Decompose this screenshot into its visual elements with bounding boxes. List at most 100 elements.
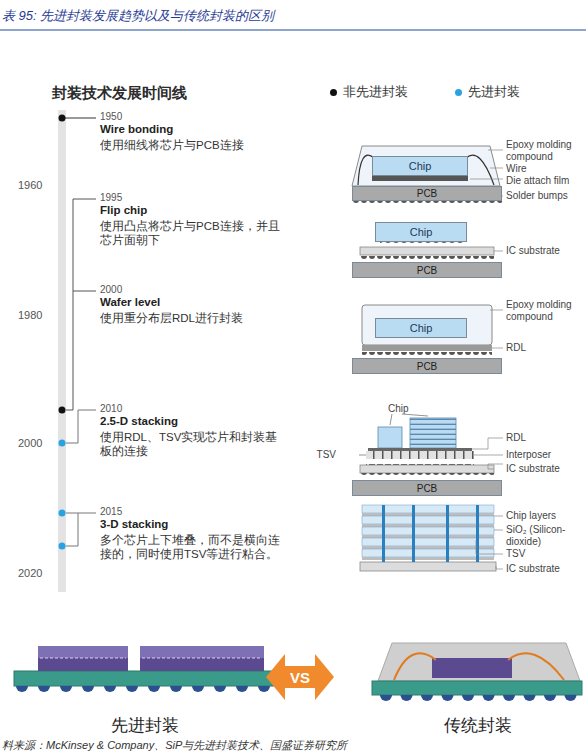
pcb-board: PCB xyxy=(352,480,502,496)
wafer-level-figure xyxy=(362,305,492,358)
stacking-3d-figure-part xyxy=(362,549,494,557)
advanced-package-figure-part xyxy=(16,686,270,692)
entry-name: 2.5-D stacking xyxy=(100,415,178,429)
legend-swatch xyxy=(455,89,462,96)
traditional-package-figure-part-part xyxy=(380,695,392,701)
legend-text: 先进封装 xyxy=(468,84,520,101)
stacking-3d-figure-part xyxy=(362,513,494,516)
stacking-2-5d-figure-part xyxy=(360,465,494,473)
traditional-package-figure-part-part xyxy=(401,695,413,701)
traditional-package-figure-part-part xyxy=(565,695,577,701)
advanced-package-figure-part xyxy=(38,646,128,658)
axis-year: 2000 xyxy=(18,437,42,450)
axis-year: 1980 xyxy=(18,309,42,322)
stacking-3d-figure-part xyxy=(362,527,494,535)
part-label: RDL xyxy=(506,342,584,354)
entry-description: 使用细线将芯片与PCB连接 xyxy=(100,139,280,153)
entry-name: Wire bonding xyxy=(100,123,173,137)
vs-arrow-shape xyxy=(266,654,334,700)
part-label: TSV xyxy=(317,449,336,461)
legend-swatch xyxy=(330,89,337,96)
advanced-package-figure-part xyxy=(38,658,128,671)
package-label: 传统封装 xyxy=(444,716,512,736)
advanced-package-figure-part-part xyxy=(16,686,28,692)
traditional-package-figure-part xyxy=(380,695,577,701)
wire-bonding-figure-part xyxy=(352,201,502,206)
timeline-part xyxy=(66,410,96,443)
entry-name: Wafer level xyxy=(100,296,160,310)
wire-bonding-figure xyxy=(352,146,502,206)
advanced-package-figure-part-part xyxy=(236,686,248,692)
entry-description: 使用凸点将芯片与PCB连接，并且芯片面朝下 xyxy=(100,220,280,248)
entry-name: 3-D stacking xyxy=(100,518,168,532)
stacking-3d-figure-part xyxy=(446,505,449,562)
entry-description: 使用重分布层RDL进行封装 xyxy=(100,312,280,326)
part-label: IC substrate xyxy=(506,563,584,575)
leader-lines-part xyxy=(476,516,503,569)
stacking-2-5d-figure-part xyxy=(366,451,474,459)
part-label: Epoxy molding compound xyxy=(506,299,584,322)
wafer-level-figure-part xyxy=(362,351,492,358)
part-label: Interposer xyxy=(506,449,584,461)
leader-lines-part xyxy=(472,438,503,469)
chip-box: Chip xyxy=(375,318,467,338)
part-label: Chip xyxy=(388,403,409,415)
legend-item: 非先进封装 xyxy=(330,84,408,101)
stacking-3d-figure-part xyxy=(362,557,494,560)
traditional-package-figure-part-part xyxy=(442,695,454,701)
wafer-level-figure-part xyxy=(362,345,492,351)
timeline-part xyxy=(59,115,66,122)
advanced-package-figure-part-part xyxy=(126,686,138,692)
stacking-2-5d-figure-part xyxy=(360,473,494,480)
advanced-package-figure-part xyxy=(140,646,264,658)
advanced-package-figure-part xyxy=(40,658,126,659)
entry-year: 1950 xyxy=(100,111,122,123)
part-label: Wire xyxy=(506,163,584,175)
entry-description: 多个芯片上下堆叠，而不是横向连接的，同时使用TSV等进行粘合。 xyxy=(100,534,280,562)
part-label: Chip layers xyxy=(506,510,584,522)
header-rule xyxy=(0,30,586,31)
box-text: VS xyxy=(290,669,310,686)
legend-item: 先进封装 xyxy=(455,84,520,101)
timeline-part xyxy=(58,110,66,592)
part-label: IC substrate xyxy=(506,463,584,475)
axis-year: 2020 xyxy=(18,567,42,580)
vs-arrow: VS xyxy=(266,654,334,700)
part-label: Die attach film xyxy=(506,175,584,187)
stacking-3d-figure-part xyxy=(362,505,494,513)
traditional-package-figure-part-part xyxy=(483,695,495,701)
advanced-package-figure-part xyxy=(14,671,276,686)
advanced-package-figure-part-part xyxy=(170,686,182,692)
chip-box: Chip xyxy=(372,156,468,176)
entry-year: 1995 xyxy=(100,192,122,204)
wire-bonding-figure-part xyxy=(352,146,500,186)
package-label: 先进封装 xyxy=(111,716,179,736)
stacking-2-5d-figure-part xyxy=(410,418,456,448)
wire-bonding-figure-part xyxy=(358,155,494,185)
part-label: TSV xyxy=(506,548,584,560)
advanced-package-figure-part-part xyxy=(38,686,50,692)
advanced-package-figure-part xyxy=(142,658,262,659)
traditional-package-figure-part-part xyxy=(544,695,556,701)
stacking-3d-figure-part xyxy=(382,505,385,562)
traditional-package-figure-part xyxy=(394,653,564,680)
box-text: Chip xyxy=(409,160,432,172)
traditional-package-figure-part xyxy=(372,681,582,695)
timeline-part xyxy=(62,118,96,119)
timeline xyxy=(58,110,96,592)
stacking-3d-figure-part xyxy=(362,524,494,527)
part-label: IC substrate xyxy=(506,245,584,257)
entry-year: 2000 xyxy=(100,284,122,296)
stacking-3d-figure-part xyxy=(362,538,494,546)
header-rule-part xyxy=(0,29,586,30)
box-text: PCB xyxy=(417,361,438,372)
advanced-package-figure-part-part xyxy=(192,686,204,692)
stacking-2-5d-figure-part xyxy=(366,451,474,459)
pcb-board: PCB xyxy=(352,186,502,201)
figure-title: 表 95: 先进封装发展趋势以及与传统封装的区别 xyxy=(2,8,274,24)
stacking-2-5d-figure-part xyxy=(366,459,474,465)
timeline-part xyxy=(66,513,96,546)
advanced-package-figure-part-part xyxy=(258,686,270,692)
traditional-package-figure-part xyxy=(378,643,580,681)
